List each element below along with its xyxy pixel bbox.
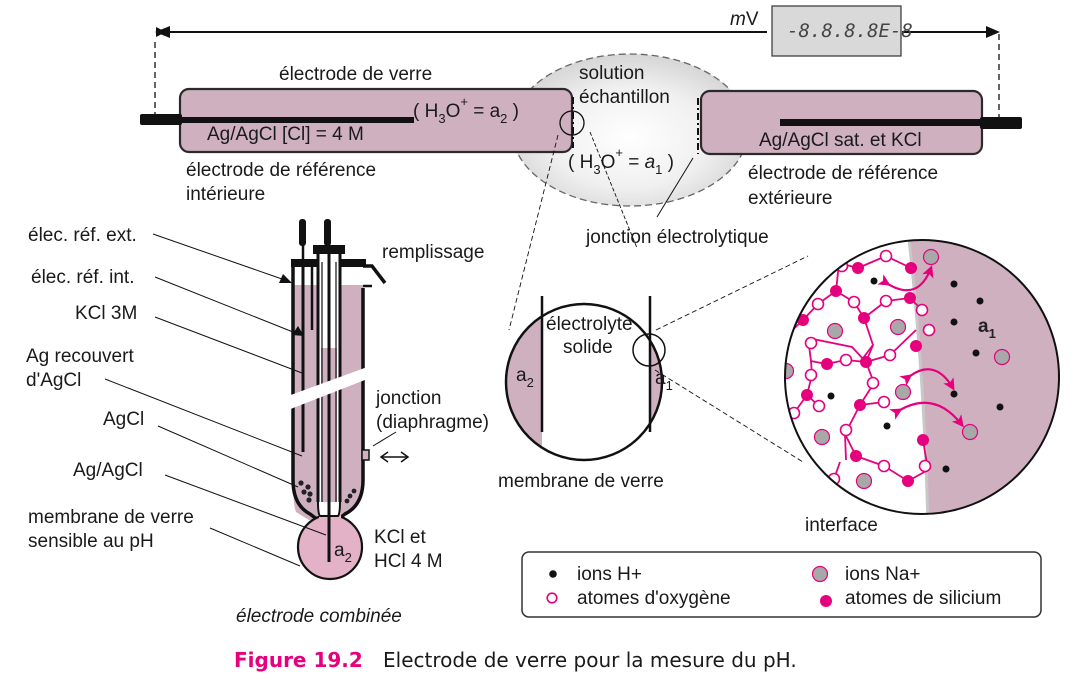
inner-ref-label-2: intérieure — [186, 184, 265, 205]
outer-reference-terminal — [980, 117, 1022, 129]
legend: ions H+ ions Na+ atomes d'oxygène atomes… — [521, 551, 1042, 618]
fill-port — [363, 264, 387, 285]
legend-oxygen: atomes d'oxygène — [577, 588, 731, 609]
glass-electrode-terminal — [140, 114, 182, 125]
pointer-ag — [104, 378, 303, 457]
label-junction-1: jonction — [375, 388, 442, 409]
inner-reference-wire — [180, 117, 414, 123]
membrane-center-1: électrolyte — [546, 314, 633, 335]
diaphragm — [361, 449, 370, 461]
glass-electrode-label: électrode de verre — [279, 64, 432, 85]
zoom-line-bottom — [654, 369, 804, 463]
membrane-center-2: solide — [563, 337, 613, 358]
label-ext-ref: élec. réf. ext. — [28, 225, 137, 246]
interface-circle — [784, 239, 1060, 515]
outer-reference-wire — [780, 119, 980, 126]
connector-left — [299, 219, 306, 246]
voltmeter-display — [771, 5, 902, 57]
membrane-left-activity: a2 — [516, 365, 534, 390]
label-int-ref: élec. réf. int. — [31, 267, 135, 288]
interface-caption: interface — [805, 515, 878, 536]
legend-h-ion: ions H+ — [577, 564, 642, 585]
combined-caption: électrode combinée — [236, 606, 402, 627]
solution-label-1: solution — [579, 63, 645, 84]
exchange-arrows — [877, 265, 964, 428]
label-agagcl: Ag/AgCl — [73, 460, 143, 481]
voltmeter-reading: -8.8.8.8E-8 — [787, 20, 913, 42]
junction-label: jonction électrolytique — [585, 227, 769, 248]
pointer-membrane — [209, 527, 301, 567]
na-ion-icon — [811, 565, 829, 583]
outer-body-wall — [291, 266, 320, 522]
interface-activity: a1 — [978, 316, 996, 341]
outer-ref-label-1: électrode de référence — [748, 163, 938, 184]
label-kcl: KCl 3M — [75, 303, 137, 324]
inner-ref-composition: Ag/AgCl [Cl] = 4 M — [207, 124, 364, 145]
label-bulb-2: HCl 4 M — [374, 551, 443, 572]
figure-number: Figure 19.2 — [234, 648, 363, 672]
label-ag-coated-1: Ag recouvert — [26, 346, 134, 367]
pointer-ext — [152, 233, 283, 280]
label-membrane-1: membrane de verre — [28, 507, 194, 528]
na-ions — [785, 248, 1011, 490]
zoom-line-left — [508, 134, 559, 331]
figure-caption: Figure 19.2 Electrode de verre pour la m… — [234, 648, 797, 672]
voltage-unit: mV — [730, 9, 759, 30]
legend-box — [521, 551, 1042, 618]
top-schematic: mV -8.8.8.8E-8 électrode de verre Ag/AgC… — [140, 5, 1022, 331]
h-ions — [827, 277, 1004, 473]
double-arrow-icon — [379, 451, 410, 463]
pointer-int — [154, 276, 299, 335]
h-ion-icon — [549, 570, 557, 578]
membrane-detail: électrolyte solide a2 a1 membrane de ver… — [498, 255, 809, 492]
label-membrane-2: sensible au pH — [28, 531, 154, 552]
inner-ref-label-1: électrode de référence — [186, 160, 376, 181]
bulb-activity: a2 — [334, 540, 352, 565]
junction-pointer-2 — [656, 157, 694, 218]
sample-activity: ( H3O+ = a1 ) — [568, 145, 674, 177]
label-bulb-1: KCl et — [374, 527, 426, 548]
pointer-agcl — [157, 425, 299, 488]
outer-ref-label-2: extérieure — [748, 188, 833, 209]
label-agcl: AgCl — [103, 409, 144, 430]
silicon-icon — [820, 595, 832, 607]
label-fill: remplissage — [382, 242, 484, 263]
solution-label-2: échantillon — [579, 87, 670, 108]
solution-region — [908, 240, 1059, 514]
outer-ref-composition: Ag/AgCl sat. et KCl — [759, 130, 922, 151]
label-ag-coated-2: d'AgCl — [26, 370, 81, 391]
membrane-circle — [504, 302, 664, 462]
oxygen-icon — [546, 592, 558, 604]
legend-na-ion: ions Na+ — [845, 564, 921, 585]
membrane-right-activity: a1 — [655, 368, 673, 393]
junction-pointer-1 — [589, 131, 638, 249]
figure-title: Electrode de verre pour la mesure du pH. — [383, 648, 797, 672]
pointer-kcl — [154, 316, 303, 374]
combined-electrode: a2 élec. réf. ext. élec. réf. int. KCl 3… — [26, 219, 489, 627]
pointer-junction — [372, 431, 397, 447]
legend-silicon: atomes de silicium — [845, 588, 1001, 609]
inner-activity: ( H3O+ = a2 ) — [413, 94, 519, 126]
connector-right — [324, 219, 331, 246]
voltage-arrow-left-icon — [155, 26, 170, 38]
membrane-caption: membrane de verre — [498, 471, 664, 492]
break-band — [288, 366, 370, 410]
membrane-zoom-marker — [559, 110, 585, 136]
zoom-line-top — [655, 255, 809, 331]
label-junction-2: (diaphragme) — [376, 412, 489, 433]
pointer-agagcl — [164, 474, 327, 536]
silicon-atoms — [785, 261, 929, 487]
interface-zoom-marker — [632, 333, 666, 367]
agcl-granules — [298, 480, 357, 504]
voltage-arrow-right-icon — [986, 26, 1000, 38]
interface-detail: a1 interface — [784, 239, 1060, 536]
